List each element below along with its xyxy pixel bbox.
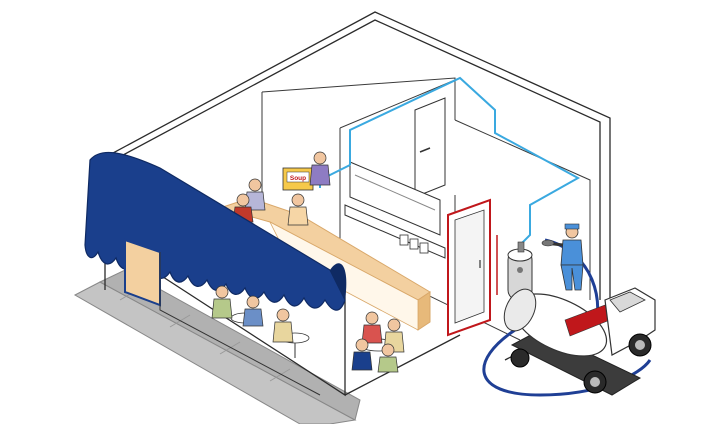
soup-sign-label: Soup	[290, 175, 306, 182]
back-room-door	[414, 97, 446, 198]
worker	[541, 223, 584, 291]
delivery-truck	[503, 287, 656, 396]
kitchen-door	[447, 198, 498, 337]
soup-sign: Soup	[282, 167, 314, 191]
sidewalk	[73, 269, 361, 424]
propane-tank	[507, 241, 533, 301]
diners-middle-table	[272, 308, 310, 358]
front-facade	[124, 238, 321, 396]
diners-counter	[232, 151, 331, 226]
diners-right-table	[351, 311, 405, 373]
diners-left-table	[211, 285, 264, 327]
dishware	[399, 234, 429, 254]
